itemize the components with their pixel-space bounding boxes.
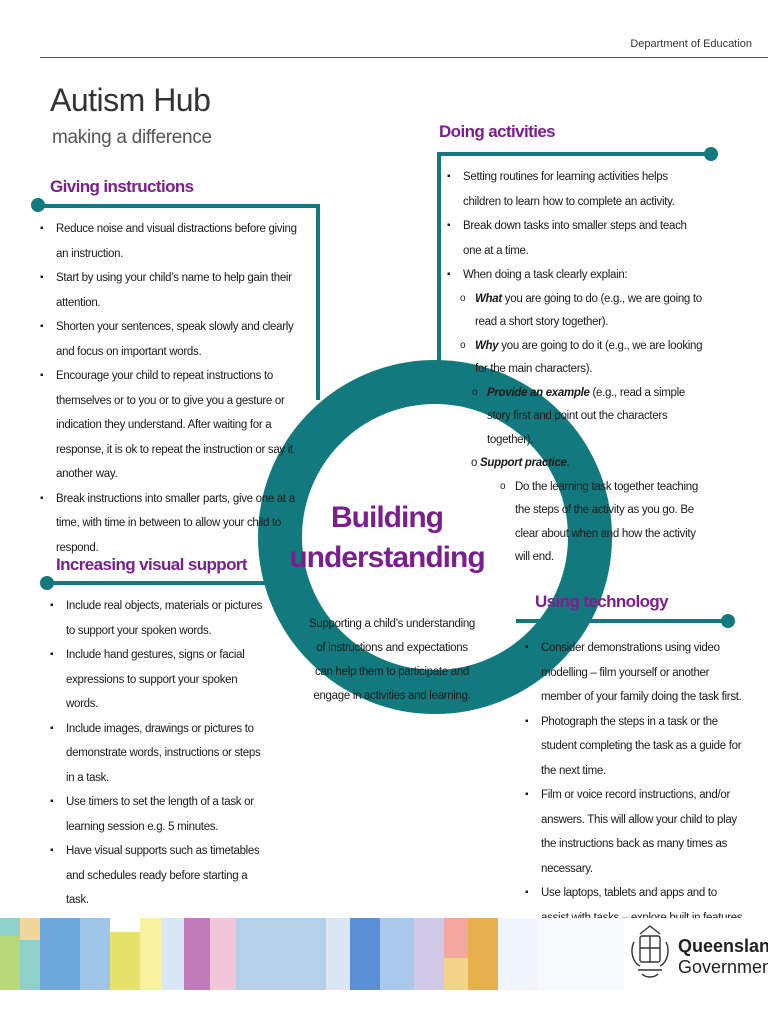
sub-item-why: Why you are going to do it (e.g., we are… [457,334,707,382]
queensland-government-logo: Queensland Government [678,936,768,977]
center-title: Building understanding [289,501,485,574]
sub-item-example: Provide an example (e.g., read a simple … [469,381,707,453]
visual-support-list: Include real objects, materials or pictu… [48,594,266,913]
connector-line [40,204,320,208]
using-technology-title: Using technology [535,592,669,611]
connector-dot [704,147,718,161]
list-item: Setting routines for learning activities… [445,165,707,214]
connector-dot [31,198,45,212]
giving-instructions-list: Reduce noise and visual distractions bef… [38,217,310,560]
list-item: Include hand gestures, signs or facial e… [48,643,266,717]
list-item: Break instructions into smaller parts, g… [38,487,310,561]
list-item: Include images, drawings or pictures to … [48,717,266,791]
connector-line [437,152,441,392]
connector-line [437,152,709,156]
queensland-crest-icon [631,925,669,978]
footer-color-band [0,918,768,990]
connector-dot [721,614,735,628]
sub-item-practice: o Support practice. [471,457,570,469]
department-label: Department of Education [630,38,752,50]
list-item: Consider demonstrations using video mode… [523,636,745,710]
list-item: Start by using your child’s name to help… [38,266,310,315]
connector-line [316,204,320,400]
sub-item-what: What you are going to do (e.g., we are g… [457,287,707,335]
list-item: When doing a task clearly explain: [445,263,707,288]
using-technology-list: Consider demonstrations using video mode… [523,636,745,955]
page-subtitle: making a difference [52,127,212,148]
list-item: Break down tasks into smaller steps and … [445,214,707,263]
connector-line [46,581,268,585]
list-item: Film or voice record instructions, and/o… [523,783,745,881]
header-divider [40,57,768,58]
doing-activities-title: Doing activities [439,122,556,141]
doing-activities-content: Setting routines for learning activities… [445,165,707,570]
list-item: Have visual supports such as timetables … [48,839,266,913]
sub-item-practice-detail: Do the learning task together teaching t… [497,475,707,570]
connector-line [516,619,726,623]
list-item: Photograph the steps in a task or the st… [523,710,745,784]
giving-instructions-title: Giving instructions [50,177,194,196]
center-description: Supporting a child’s understanding of in… [308,618,476,702]
list-item: Use timers to set the length of a task o… [48,790,266,839]
page-title: Autism Hub [50,82,211,118]
list-item: Shorten your sentences, speak slowly and… [38,315,310,364]
footer-logo-area [624,918,768,990]
list-item: Encourage your child to repeat instructi… [38,364,310,487]
visual-support-title: Increasing visual support [56,555,248,574]
list-item: Reduce noise and visual distractions bef… [38,217,310,266]
list-item: Include real objects, materials or pictu… [48,594,266,643]
